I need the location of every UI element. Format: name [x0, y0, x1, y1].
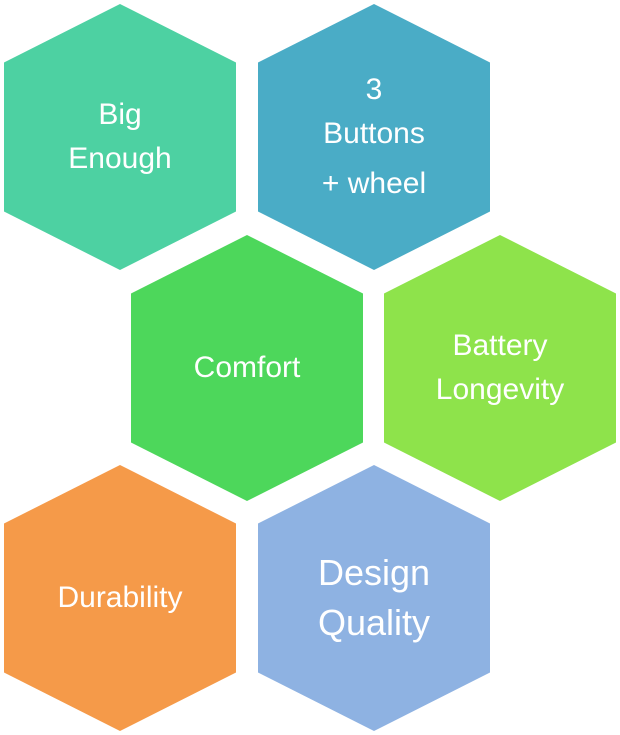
hexagon-battery-longevity: Battery Longevity — [384, 235, 616, 501]
label-line: 3 — [365, 73, 383, 106]
label-line: Comfort — [193, 351, 301, 384]
label-line: Longevity — [435, 373, 565, 406]
label-line: Design — [317, 552, 431, 593]
hexagon-label: Big Enough — [68, 93, 171, 181]
label-line: Durability — [57, 581, 183, 614]
hexagon-big-enough: Big Enough — [4, 4, 236, 270]
label-line: Big — [98, 98, 142, 131]
hexagon-durability: Durability — [4, 465, 236, 731]
label-line: Battery — [452, 329, 548, 362]
hexagon-label: Design Quality — [318, 548, 430, 648]
hexagon-label: Battery Longevity — [436, 324, 564, 412]
label-line: Buttons — [323, 117, 425, 150]
hexagon-label: Durability — [57, 576, 182, 620]
hexagon-design-quality: Design Quality — [258, 465, 490, 731]
label-line: Enough — [68, 142, 172, 175]
hexagon-comfort: Comfort — [131, 235, 363, 501]
hexagon-label: 3 Buttons + wheel — [322, 68, 426, 206]
hexagon-buttons: 3 Buttons + wheel — [258, 4, 490, 270]
hexagon-label: Comfort — [194, 346, 301, 390]
label-line: + wheel — [321, 167, 427, 200]
label-line: Quality — [317, 602, 431, 643]
